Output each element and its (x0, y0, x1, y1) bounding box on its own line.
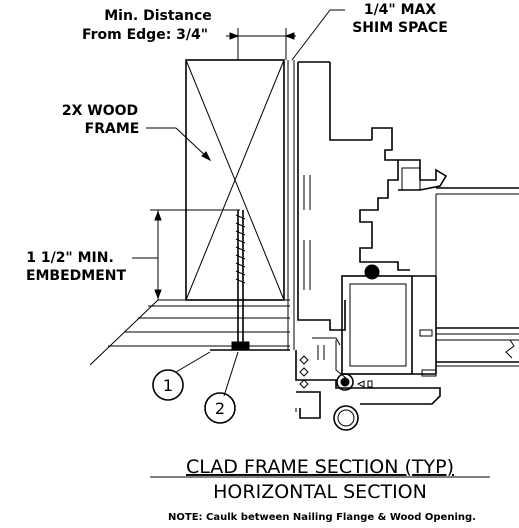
clad-frame-profile (295, 61, 519, 431)
embedment-dimension (132, 209, 240, 300)
caulk-note: NOTE: Caulk between Nailing Flange & Woo… (168, 512, 476, 523)
callout-1-leader (175, 351, 211, 373)
wood-frame (185, 59, 285, 301)
min-distance-dimension (226, 28, 296, 60)
min-distance-label-2: From Edge: 3/4" (82, 27, 208, 43)
frame-label-1: 2X WOOD (62, 103, 138, 119)
shim-leader (291, 9, 345, 61)
embedment-label-2: EMBEDMENT (26, 268, 127, 284)
frame-label-2: FRAME (85, 121, 140, 137)
callout-1-circle (152, 369, 184, 401)
min-distance-label-1: Min. Distance (104, 8, 212, 24)
drawing-title: CLAD FRAME SECTION (TYP) (186, 456, 454, 478)
frame-leader (146, 127, 212, 162)
shim-space (287, 60, 295, 350)
embedment-label-1: 1 1/2" MIN. (26, 250, 114, 266)
callout-1-number: 1 (163, 376, 173, 395)
callout-2-leader (223, 351, 239, 397)
callout-2-number: 2 (215, 399, 225, 418)
screw (231, 210, 250, 350)
drawing-subtitle: HORIZONTAL SECTION (213, 481, 427, 503)
wall-substrate (89, 299, 290, 366)
callout-2-circle (204, 392, 236, 424)
shim-label-1: 1/4" MAX (364, 2, 437, 18)
shim-label-2: SHIM SPACE (352, 20, 448, 36)
